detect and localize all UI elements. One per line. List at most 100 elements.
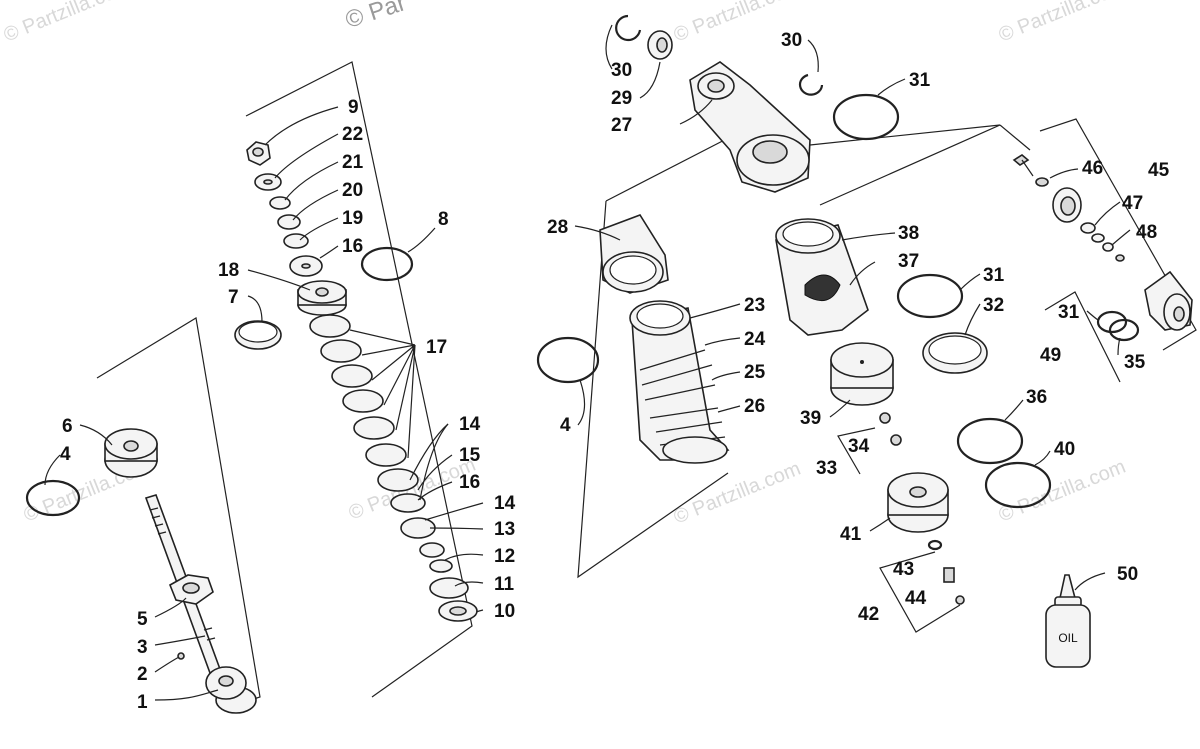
callout-26: 26 [744,396,765,417]
callout-46: 46 [1082,158,1103,179]
part-28-collar [599,214,669,294]
part-34-cap [890,434,902,446]
callout-18: 18 [218,260,239,281]
callout-36: 36 [1026,387,1047,408]
callout-33: 33 [816,458,837,479]
part-44-cap [955,595,965,605]
part-48-ball [1115,254,1125,262]
part-41-end-cap [887,472,949,533]
part-27-body-cap [689,61,811,193]
callout-4: 4 [560,415,571,436]
callout-41: 41 [840,524,862,545]
callout-15: 15 [459,445,481,466]
callout-3: 3 [137,637,148,658]
part-1-eyelet [205,666,257,714]
callout-34: 34 [848,436,870,457]
group-bracket-33 [837,427,876,475]
callout-16: 16 [342,236,363,257]
callout-25: 25 [744,362,766,383]
group-bracket-45 [1039,118,1197,351]
part-2-fitting [177,652,185,660]
callout-20: 20 [342,180,363,201]
group-bracket-49 [1044,291,1121,383]
callout-43: 43 [893,559,914,580]
callout-32: 32 [983,295,1004,316]
part-9-nut [246,141,271,166]
part-7-band [234,320,282,350]
callout-24: 24 [744,329,766,350]
callout-12: 12 [494,546,515,567]
callout-31: 31 [983,265,1005,286]
part-37-38-reservoir [775,218,869,336]
callout-40: 40 [1054,439,1075,460]
callout-6: 6 [62,416,73,437]
oil-bottle-label: OIL [1058,631,1078,645]
callout-14: 14 [459,414,481,435]
part-45-adjuster [1052,187,1082,223]
callout-38: 38 [898,223,919,244]
part-31-oring-top [832,93,900,141]
callout-48: 48 [1136,222,1157,243]
callout-16: 16 [459,472,480,493]
callout-2: 2 [137,664,148,685]
callout-7: 7 [228,287,239,308]
part-40-oring [984,461,1052,509]
callout-30: 30 [781,30,802,51]
callout-1: 1 [137,692,148,713]
part-31-oring-right [1096,310,1128,334]
callout-42: 42 [858,604,879,625]
callout-47: 47 [1122,193,1143,214]
callout-30: 30 [611,60,632,81]
part-39-piston [830,342,894,406]
shim-stack-upper [254,173,323,277]
callout-13: 13 [494,519,515,540]
leader-lines [44,24,1131,701]
callout-39: 39 [800,408,821,429]
callout-45: 45 [1148,160,1170,181]
callout-31: 31 [1058,302,1080,323]
part-32-band [922,332,988,374]
callout-19: 19 [342,208,363,229]
part-50-oil-bottle [1045,574,1091,668]
callout-8: 8 [438,209,449,230]
callout-14: 14 [494,493,516,514]
part-8-oring [360,246,414,282]
group-bracket-body [577,200,729,579]
callout-4: 4 [60,444,71,465]
part-49-valve-body [1144,270,1193,331]
part-46-washer [1035,177,1049,187]
callout-44: 44 [905,588,927,609]
callout-29: 29 [611,88,632,109]
part-30-clip-left [615,14,642,42]
part-31-oring-mid [896,273,964,319]
part-30-clip-right [798,73,824,96]
part-5-nut [168,574,214,605]
callout-11: 11 [494,574,515,595]
callout-labels: 1 2 3 4 5 6 7 8 9 10 11 12 13 14 14 15 1… [60,30,1170,713]
part-34-valve [879,412,891,424]
callout-21: 21 [342,152,364,173]
part-35-oring [1108,318,1140,342]
callout-28: 28 [547,217,568,238]
part-23-26-shock-body [629,300,730,464]
callout-9: 9 [348,97,359,118]
part-6-bumper [104,428,158,478]
callout-5: 5 [137,609,148,630]
callout-31: 31 [909,70,931,91]
part-43-oring [927,539,943,551]
part-47-washer-b [1091,233,1105,243]
callout-10: 10 [494,601,515,622]
shim-stack-lower [309,314,478,622]
part-18-piston [297,280,347,316]
part-47-washer-a [1080,222,1096,234]
callout-27: 27 [611,115,632,136]
callout-49: 49 [1040,345,1061,366]
group-bracket-42 [879,551,961,633]
callout-22: 22 [342,124,363,145]
part-46-screw [1012,154,1034,177]
callout-37: 37 [898,251,919,272]
part-29-bushing [647,30,673,60]
part-4-oring-center [536,336,600,384]
